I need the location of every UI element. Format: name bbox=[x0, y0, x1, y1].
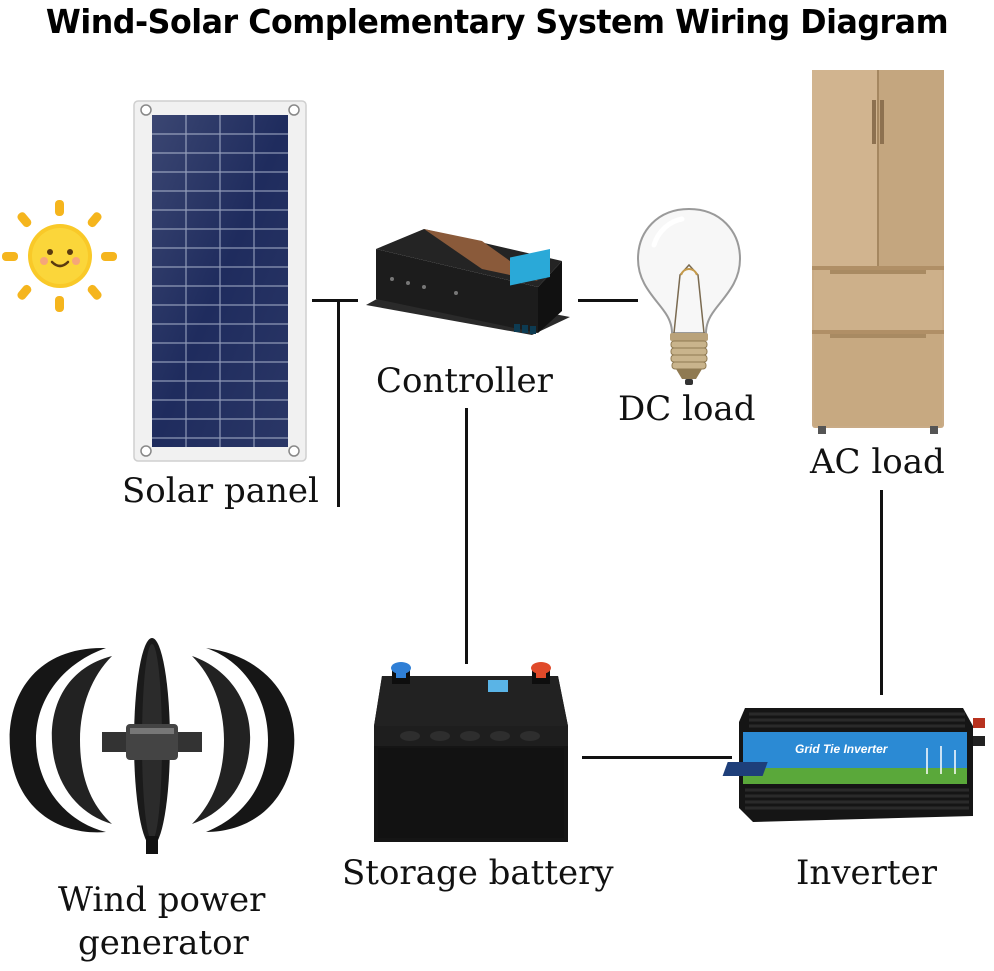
controller-image bbox=[366, 229, 570, 335]
inverter-image bbox=[722, 708, 985, 822]
ac-load-label: AC load bbox=[810, 442, 945, 482]
controller-label: Controller bbox=[376, 361, 553, 401]
wind-generator-label-line1: Wind power bbox=[58, 880, 266, 920]
wire-inverter-to-acload bbox=[880, 490, 883, 695]
sun-icon bbox=[2, 200, 117, 312]
wire-solar-to-controller-h bbox=[312, 299, 358, 302]
dc-load-label: DC load bbox=[618, 389, 756, 429]
inverter-device: Grid Tie Inverter bbox=[722, 698, 987, 828]
wire-solar-junction-v bbox=[337, 299, 340, 507]
battery-image bbox=[374, 662, 568, 842]
inverter-label: Inverter bbox=[796, 853, 937, 893]
inverter-brand-text: Grid Tie Inverter bbox=[795, 742, 888, 756]
storage-battery-label: Storage battery bbox=[342, 853, 614, 893]
solar-panel-image bbox=[133, 100, 307, 462]
solar-panel-label: Solar panel bbox=[122, 471, 319, 511]
wind-turbine-image bbox=[9, 638, 295, 854]
diagram-title: Wind-Solar Complementary System Wiring D… bbox=[45, 2, 949, 41]
wire-battery-to-inverter bbox=[582, 756, 732, 759]
wind-generator-label-line2: generator bbox=[78, 923, 249, 963]
light-bulb-icon bbox=[636, 207, 742, 385]
wire-controller-to-battery bbox=[465, 408, 468, 664]
refrigerator-image bbox=[812, 70, 944, 434]
wire-controller-to-dcload bbox=[578, 299, 638, 302]
